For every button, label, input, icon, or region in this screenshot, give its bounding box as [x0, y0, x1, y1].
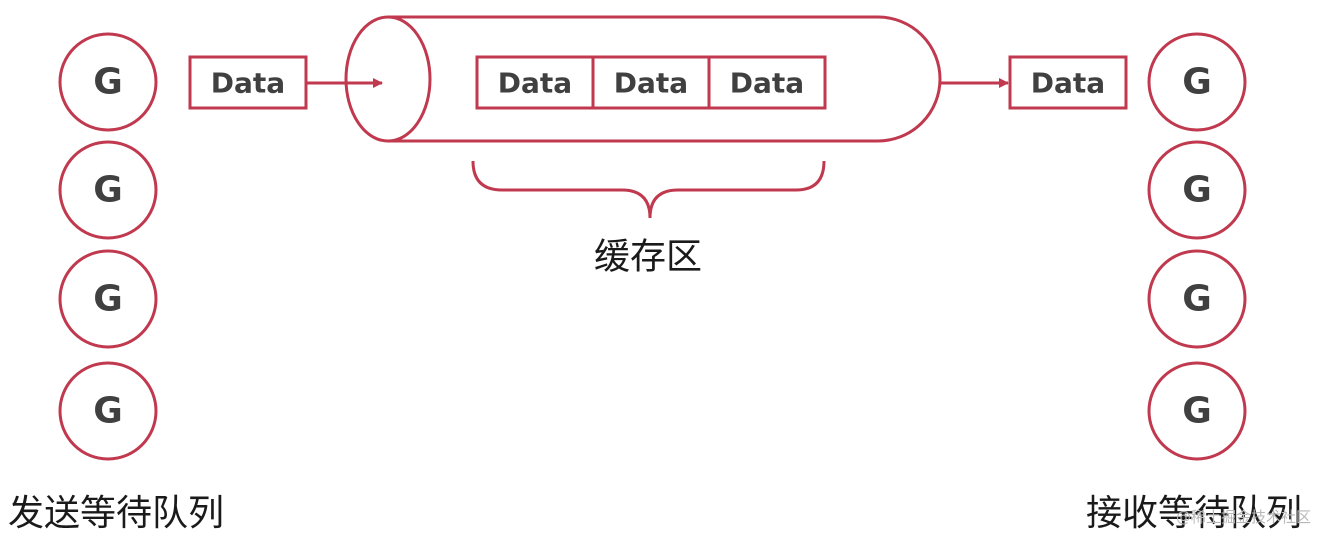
- goroutine-label: G: [1182, 170, 1212, 211]
- receive-goroutine: G: [1147, 32, 1247, 132]
- goroutine-label: G: [1182, 62, 1212, 103]
- goroutine-label: G: [93, 170, 123, 211]
- watermark: @稀土掘金技术社区: [1176, 508, 1311, 526]
- send-queue: G G G G 发送等待队列: [8, 32, 224, 534]
- send-goroutine: G: [58, 32, 158, 132]
- buffer-label: 缓存区: [594, 237, 702, 278]
- outgoing-data-label: Data: [1031, 67, 1105, 100]
- goroutine-label: G: [93, 62, 123, 103]
- channel-pipe: [344, 15, 942, 143]
- goroutine-label: G: [93, 391, 123, 432]
- buffer-slot: Data: [730, 67, 804, 100]
- receive-queue: G G G G 接收等待队列: [1086, 32, 1302, 534]
- send-queue-label: 发送等待队列: [8, 493, 224, 534]
- goroutine-label: G: [1182, 279, 1212, 320]
- buffer-slot: Data: [614, 67, 688, 100]
- receive-goroutine: G: [1147, 361, 1247, 461]
- send-goroutine: G: [58, 249, 158, 349]
- buffer-slot: Data: [498, 67, 572, 100]
- receive-goroutine: G: [1147, 140, 1247, 240]
- send-goroutine: G: [58, 361, 158, 461]
- incoming-data-label: Data: [211, 67, 285, 100]
- goroutine-label: G: [1182, 391, 1212, 432]
- goroutine-label: G: [93, 279, 123, 320]
- receive-goroutine: G: [1147, 249, 1247, 349]
- incoming-data: Data: [188, 55, 308, 110]
- send-goroutine: G: [58, 140, 158, 240]
- buffer-brace: [471, 160, 826, 219]
- buffer: Data Data Data: [475, 55, 827, 110]
- outgoing-data: Data: [1008, 55, 1128, 110]
- receive-queue-label: 接收等待队列: [1086, 493, 1302, 534]
